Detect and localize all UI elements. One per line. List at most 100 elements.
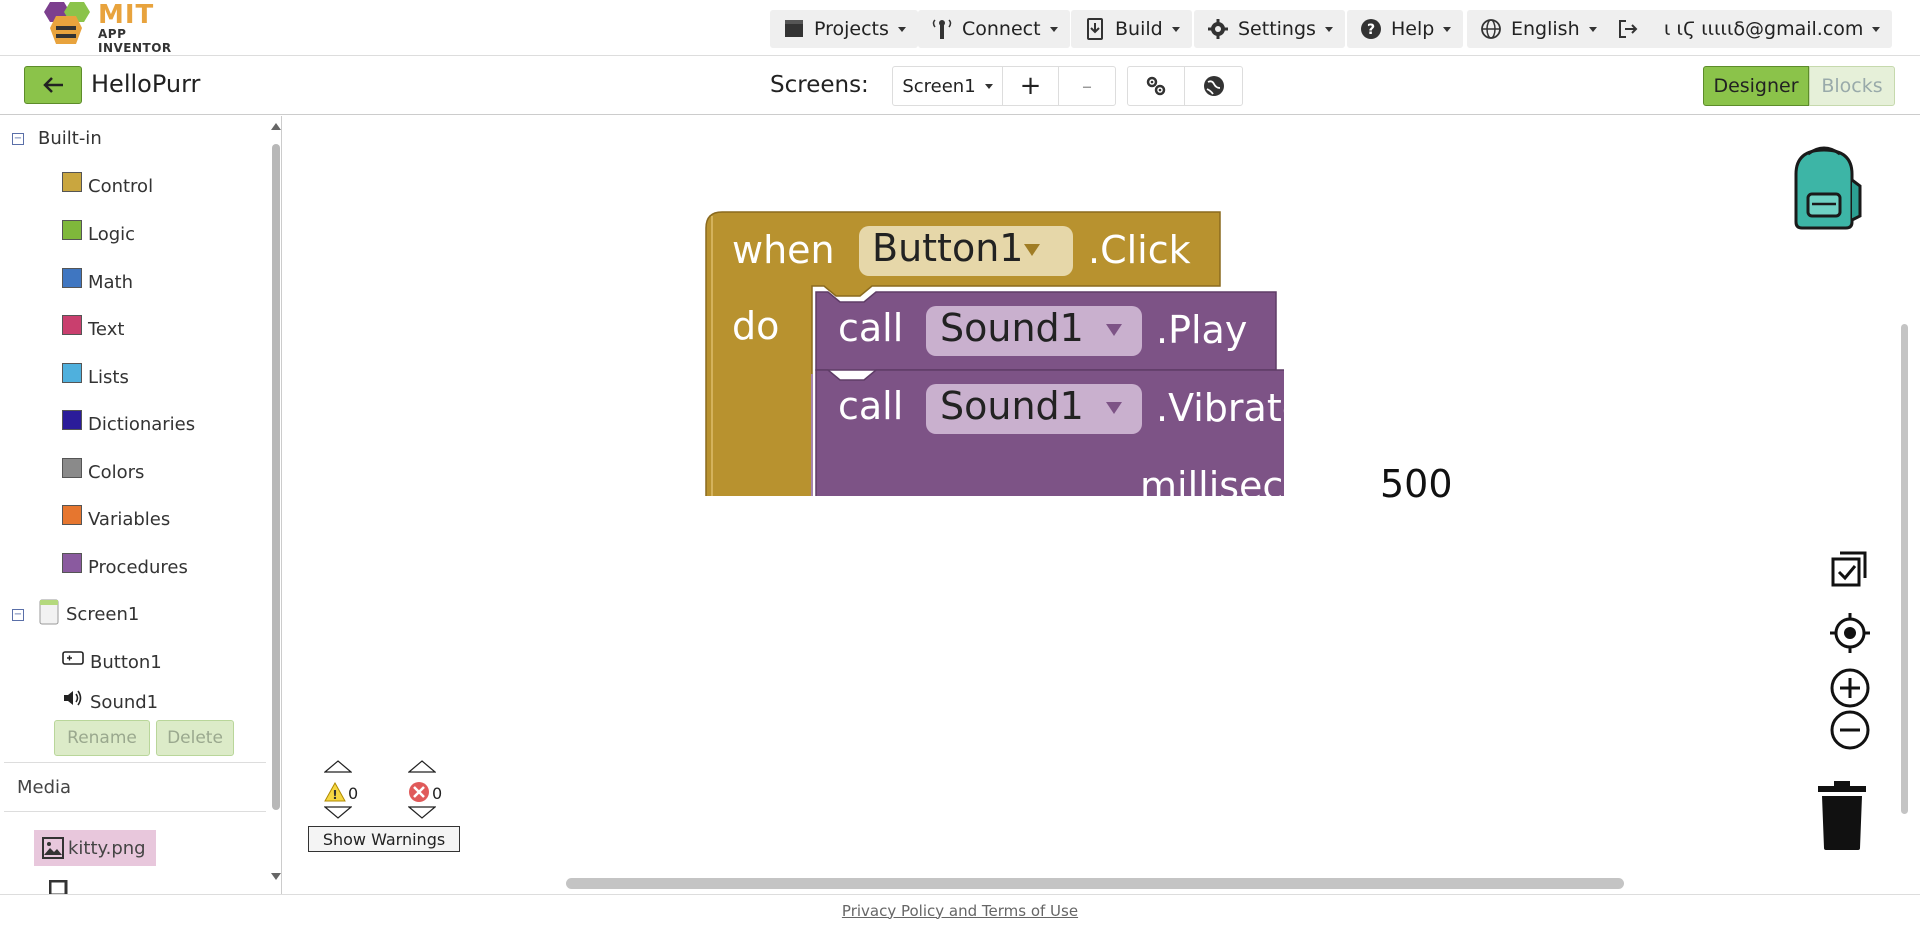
drawer-lists[interactable]: Lists (62, 362, 129, 388)
drawer-color-swatch (62, 457, 82, 478)
back-button[interactable] (24, 66, 82, 104)
connect-menu[interactable]: Connect (918, 10, 1070, 48)
drawer-color-swatch (62, 409, 82, 430)
cleanup-workspace-icon[interactable] (1830, 550, 1870, 590)
top-navbar: MIT APP INVENTOR Projects Connect Build … (0, 0, 1920, 56)
add-screen-button[interactable]: + (1003, 67, 1059, 105)
drawer-label: Math (88, 272, 134, 293)
drawer-variables[interactable]: Variables (62, 504, 171, 530)
tree-component-sound1[interactable]: Sound1 (62, 690, 158, 713)
warning-next-arrow-icon[interactable] (324, 806, 352, 820)
call2-component-dropdown[interactable] (926, 384, 1142, 434)
drawer-logic[interactable]: Logic (62, 219, 135, 245)
media-item-icon-partial (49, 880, 68, 894)
project-properties-button[interactable] (1128, 67, 1185, 105)
call2-component-label: Sound1 (940, 384, 1084, 428)
download-icon (1083, 17, 1107, 41)
globe-icon (1479, 17, 1503, 41)
drawer-color-swatch (62, 362, 82, 383)
workspace-vertical-scroll-thumb[interactable] (1901, 324, 1908, 814)
workspace-horizontal-scroll-thumb[interactable] (566, 878, 1624, 889)
error-prev-arrow-icon[interactable] (408, 760, 436, 774)
call2-method-label: .Vibrate (1156, 386, 1306, 430)
drawer-procedures[interactable]: Procedures (62, 552, 188, 578)
help-icon: ? (1359, 17, 1383, 41)
drawer-color-swatch (62, 267, 82, 288)
screen-controls: Screen1 + – (892, 66, 1116, 106)
help-label: Help (1391, 18, 1435, 40)
scroll-up-arrow-icon[interactable] (270, 122, 282, 132)
tree-component-button1[interactable]: Button1 (62, 650, 162, 673)
workspace-vertical-scrollbar[interactable] (1898, 116, 1910, 886)
language-menu[interactable]: English (1467, 10, 1609, 48)
error-count: 0 (432, 784, 443, 803)
tree-scroll-thumb[interactable] (272, 144, 280, 810)
project-name: HelloPurr (91, 70, 201, 98)
event-component-label: Button1 (872, 226, 1024, 270)
error-next-arrow-icon[interactable] (408, 806, 436, 820)
privacy-policy-link[interactable]: Privacy Policy and Terms of Use (841, 901, 1079, 920)
drawer-label: Colors (88, 462, 145, 483)
warning-prev-arrow-icon[interactable] (324, 760, 352, 774)
drawer-colors[interactable]: Colors (62, 457, 145, 483)
drawer-color-swatch (62, 219, 82, 240)
projects-menu[interactable]: Projects (770, 10, 918, 48)
drawer-color-swatch (62, 504, 82, 525)
drawer-label: Dictionaries (88, 414, 196, 435)
folder-icon (782, 17, 806, 41)
drawer-control[interactable]: Control (62, 171, 153, 197)
rename-button[interactable]: Rename (54, 720, 150, 756)
tree-screen-node[interactable]: − Screen1 (12, 599, 139, 625)
media-item[interactable]: kitty.png (34, 830, 156, 866)
build-menu[interactable]: Build (1071, 10, 1192, 48)
drawer-math[interactable]: Math (62, 267, 134, 293)
remove-screen-button[interactable]: – (1082, 74, 1092, 98)
number-value[interactable]: 500 (1380, 462, 1453, 506)
svg-text:!: ! (332, 788, 337, 802)
speaker-icon (64, 690, 82, 705)
blocks-workspace[interactable]: when Button1 .Click do call Sound1 .Play… (284, 116, 1920, 894)
call2-keyword: call (838, 384, 904, 428)
trash-icon[interactable] (1814, 780, 1870, 852)
connect-label: Connect (962, 18, 1041, 40)
scroll-down-arrow-icon[interactable] (270, 871, 282, 881)
tree-scrollbar[interactable] (270, 122, 282, 810)
language-label: English (1511, 18, 1580, 40)
show-warnings-button[interactable]: Show Warnings (308, 826, 460, 852)
gallery-publish-button[interactable] (1185, 67, 1242, 105)
build-label: Build (1115, 18, 1163, 40)
drawer-dictionaries[interactable]: Dictionaries (62, 409, 196, 435)
project-icon-group (1127, 66, 1243, 106)
delete-button[interactable]: Delete (156, 720, 234, 756)
block-canvas[interactable] (284, 116, 1284, 496)
event-component-dropdown[interactable] (859, 226, 1073, 276)
zoom-in-icon[interactable] (1828, 666, 1872, 710)
gears-icon (1146, 76, 1166, 96)
help-menu[interactable]: ? Help (1347, 10, 1464, 48)
collapse-icon[interactable]: − (12, 132, 24, 145)
tree-builtin-header[interactable]: − Built-in (12, 128, 102, 149)
backpack-icon[interactable] (1782, 144, 1866, 230)
blocks-button[interactable]: Blocks (1809, 66, 1895, 106)
designer-button[interactable]: Designer (1703, 66, 1809, 106)
call1-component-dropdown[interactable] (926, 306, 1142, 356)
screen-select[interactable]: Screen1 (893, 67, 1003, 105)
app-inventor-logo[interactable]: MIT APP INVENTOR (36, 0, 196, 55)
zoom-out-icon[interactable] (1828, 708, 1872, 752)
event-block-when-click[interactable] (705, 211, 1221, 496)
collapse-icon[interactable]: − (12, 608, 24, 621)
account-menu[interactable]: ι ιϚ ιιιιιδ@gmail.com (1604, 10, 1893, 48)
recenter-icon[interactable] (1828, 611, 1872, 655)
drawer-text[interactable]: Text (62, 314, 124, 340)
editor-mode-toggle: Designer Blocks (1703, 66, 1895, 106)
settings-menu[interactable]: Settings (1194, 10, 1345, 48)
call1-keyword: call (838, 306, 904, 350)
warning-count: 0 (348, 784, 359, 803)
arrow-left-icon (43, 77, 63, 93)
drawer-color-swatch (62, 314, 82, 335)
drawer-color-swatch (62, 171, 82, 192)
event-do-label: do (732, 304, 780, 348)
logout-icon (1616, 17, 1640, 41)
drawer-label: Variables (88, 509, 171, 530)
